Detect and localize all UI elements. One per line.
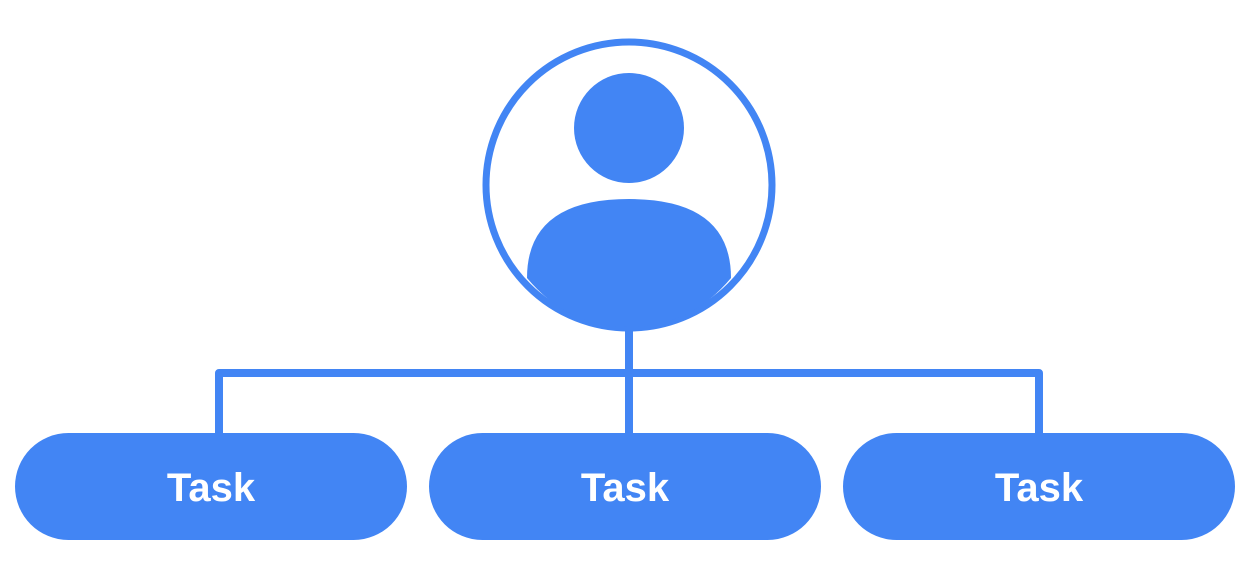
task-pill-1: [15, 433, 407, 540]
task-node-2: Task: [429, 433, 821, 540]
task-node-1: Task: [15, 433, 407, 540]
task-label-1: Task: [167, 466, 256, 510]
user-avatar-icon: [527, 73, 731, 327]
connector-horizontal-bar: [215, 369, 1043, 436]
task-label-2: Task: [581, 466, 670, 510]
connector-lines: [215, 330, 1043, 436]
task-pill-2: [429, 433, 821, 540]
task-pill-3: [843, 433, 1235, 540]
task-node-3: Task: [843, 433, 1235, 540]
root-node: [482, 38, 776, 332]
task-label-3: Task: [995, 466, 1084, 510]
